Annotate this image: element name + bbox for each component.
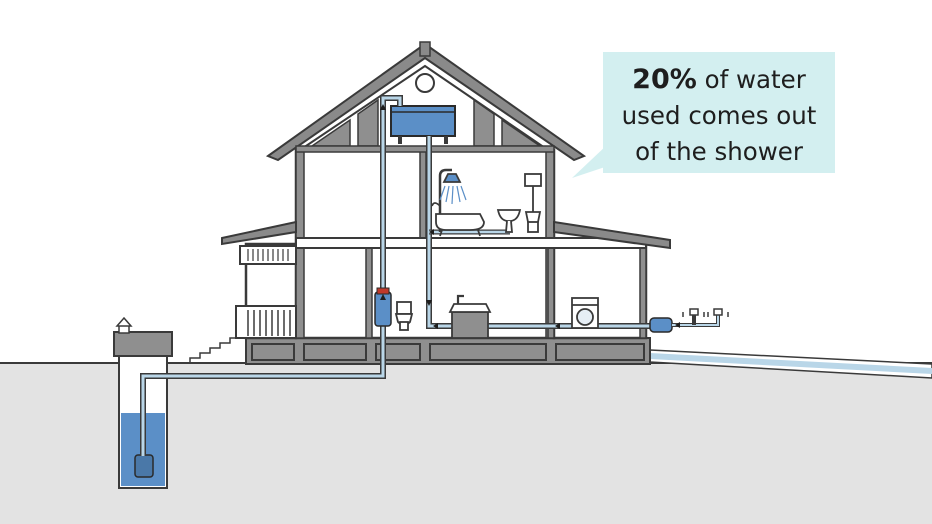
porch-railing <box>235 305 297 339</box>
toilet-downstairs <box>394 301 414 331</box>
bathroom-upstairs <box>431 168 542 237</box>
flow-arrows <box>380 104 680 329</box>
callout-tail <box>572 144 608 178</box>
right-eave <box>553 220 671 250</box>
front-steps <box>189 337 240 362</box>
balcony-upper <box>239 245 297 265</box>
outdoor-taps <box>672 308 729 327</box>
callout-line-2: used comes out <box>621 101 817 130</box>
submersible-pump <box>134 454 154 478</box>
floor-slab <box>295 237 647 249</box>
kitchen-sink <box>448 294 492 339</box>
callout-line-1: 20% of water <box>611 62 827 98</box>
water-meter <box>649 317 673 333</box>
water-filter <box>374 287 392 327</box>
attic-water-tank <box>390 105 456 144</box>
washing-machine <box>571 297 599 329</box>
callout-percent: 20% <box>632 64 697 95</box>
left-eave <box>221 220 297 246</box>
shower-stat-callout: 20% of water used comes out of the showe… <box>603 52 835 173</box>
callout-line1-rest: of water <box>696 65 806 94</box>
callout-line-3: of the shower <box>635 137 803 166</box>
attic-vent <box>415 73 435 93</box>
